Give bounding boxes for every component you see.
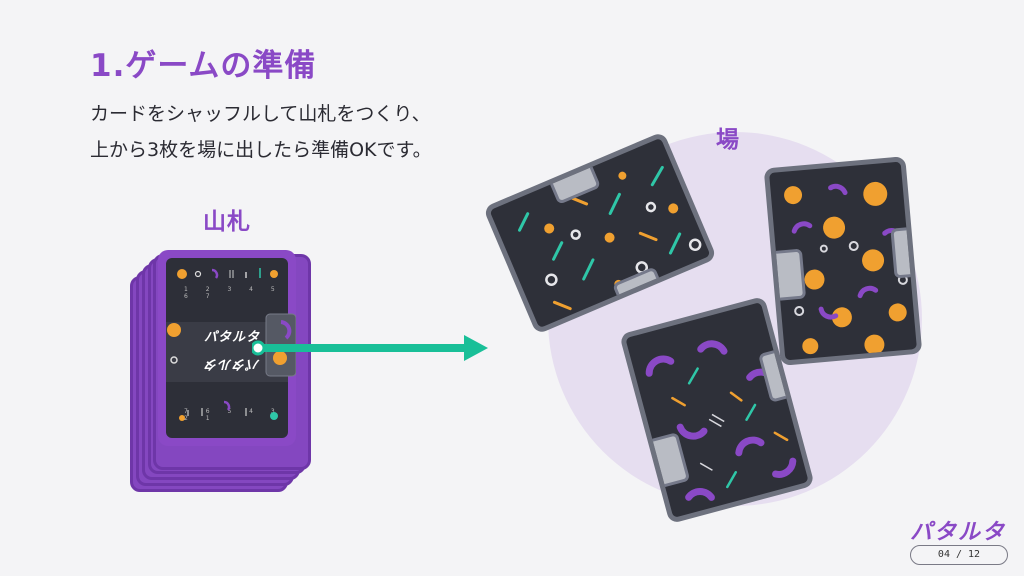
field-card-c [619,295,815,525]
card-tab [769,248,807,302]
card-pattern [518,165,702,311]
description-line-1: カードをシャッフルして山札をつくり、 [90,103,431,125]
slide-description: カードをシャッフルして山札をつくり、 上から3枚を場に出したら準備OKです。 [90,96,432,168]
field-label: 場 [716,127,739,153]
brand-logo: パタルタ [910,520,1007,545]
description-line-2: 上から3枚を場に出したら準備OKです。 [90,139,432,161]
field-card-b [763,156,923,366]
card-top-numbers: 1 2 3 4 5 6 7 [184,286,283,300]
deck-label: 山札 [203,209,251,235]
page-indicator: 04 / 12 [910,545,1008,565]
card-bottom-numbers: 7 6 5 4 3 2 1 [184,408,283,422]
field-card-a [482,131,718,335]
card-tab [890,225,923,279]
deal-arrow [252,335,488,361]
slide-title: 1.ゲームの準備 [90,48,317,84]
card-logo: パタルタ [204,330,261,345]
